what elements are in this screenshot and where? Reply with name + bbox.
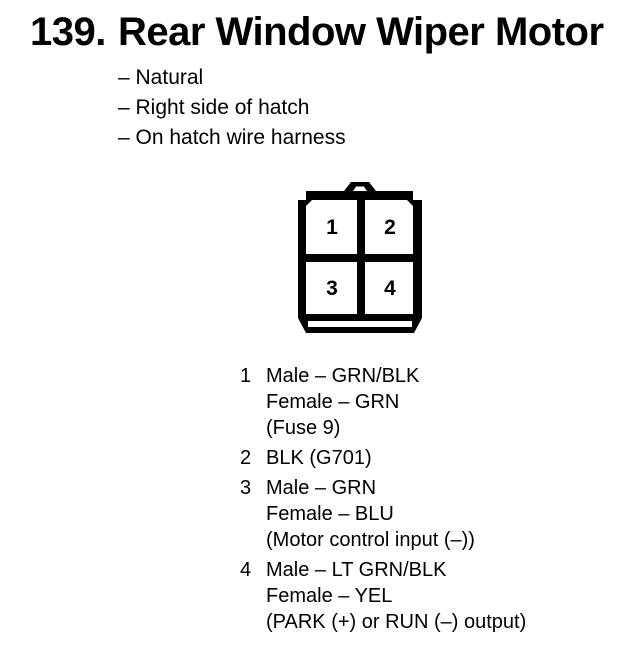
cavity-number-2: 2 bbox=[384, 216, 396, 239]
cavity-number-3: 3 bbox=[326, 277, 338, 300]
pin-wire-details: BLK (G701) bbox=[266, 445, 372, 471]
pin-function-line: (PARK (+) or RUN (–) output) bbox=[266, 611, 527, 633]
pin-wire-line: Female – GRN bbox=[266, 391, 400, 413]
pin-wire-details: Male – GRN Female – BLU (Motor control i… bbox=[266, 475, 475, 553]
pin-wire-line: Male – GRN/BLK bbox=[266, 365, 420, 387]
pin-wire-line: Male – GRN bbox=[266, 477, 377, 499]
section-number: 139. bbox=[30, 10, 106, 54]
pin-function-line: (Fuse 9) bbox=[266, 417, 341, 439]
pin-wire-details: Male – LT GRN/BLK Female – YEL (PARK (+)… bbox=[266, 557, 526, 635]
pin-number: 4 bbox=[240, 559, 252, 581]
connector-diagram: 1 2 3 4 bbox=[298, 182, 422, 333]
pin-item-3: 3 Male – GRN Female – BLU (Motor control… bbox=[240, 475, 526, 553]
pin-number: 2 bbox=[240, 447, 252, 469]
location-notes: – Natural – Right side of hatch – On hat… bbox=[118, 63, 346, 153]
pin-wire-line: Male – LT GRN/BLK bbox=[266, 559, 447, 581]
connector-tab bbox=[344, 182, 376, 191]
note-line: – On hatch wire harness bbox=[118, 126, 346, 149]
pin-item-4: 4 Male – LT GRN/BLK Female – YEL (PARK (… bbox=[240, 557, 526, 635]
pin-wire-line: Female – YEL bbox=[266, 585, 393, 607]
pin-wire-line: Female – BLU bbox=[266, 503, 394, 525]
pin-item-2: 2 BLK (G701) bbox=[240, 445, 526, 471]
pin-number: 1 bbox=[240, 365, 252, 387]
pin-wire-line: BLK (G701) bbox=[266, 447, 372, 469]
pin-list: 1 Male – GRN/BLK Female – GRN (Fuse 9) 2… bbox=[240, 363, 526, 639]
cavity-number-4: 4 bbox=[384, 277, 396, 300]
note-line: – Right side of hatch bbox=[118, 96, 310, 119]
cavity-number-1: 1 bbox=[326, 216, 338, 239]
pin-function-line: (Motor control input (–)) bbox=[266, 529, 475, 551]
pin-number: 3 bbox=[240, 477, 252, 499]
section-title: Rear Window Wiper Motor bbox=[118, 10, 604, 54]
note-line: – Natural bbox=[118, 66, 204, 89]
connector-body bbox=[298, 191, 422, 333]
pin-wire-details: Male – GRN/BLK Female – GRN (Fuse 9) bbox=[266, 363, 419, 441]
pin-item-1: 1 Male – GRN/BLK Female – GRN (Fuse 9) bbox=[240, 363, 526, 441]
